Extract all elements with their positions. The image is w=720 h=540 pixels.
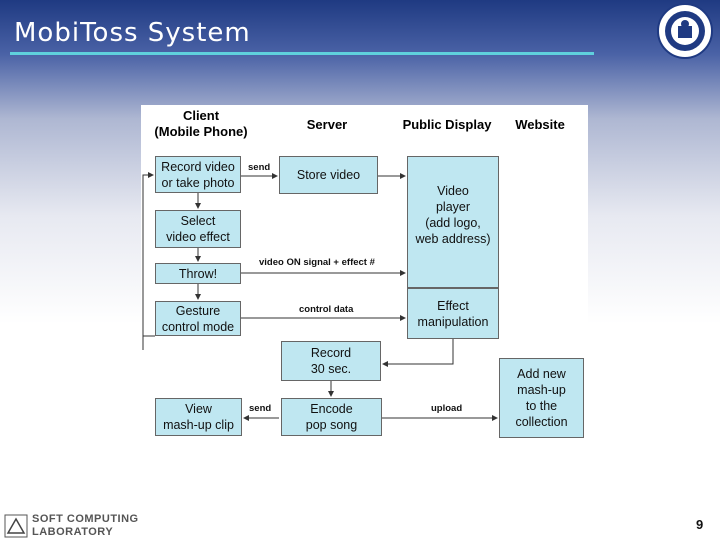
control-data-label: control data xyxy=(299,304,354,315)
gesture-control-box: Gesture control mode xyxy=(155,301,241,336)
send-label: send xyxy=(248,162,271,173)
header-public-display: Public Display xyxy=(402,117,492,132)
encode-pop-song-box: Encode pop song xyxy=(281,398,382,436)
lab-emblem-icon xyxy=(4,514,28,538)
upload-label: upload xyxy=(431,403,463,414)
title-underline xyxy=(10,52,594,55)
select-effect-box: Select video effect xyxy=(155,210,241,248)
effect-manipulation-box: Effect manipulation xyxy=(407,288,499,339)
slide-title: Mobi​Toss System xyxy=(14,18,251,48)
lab-name-line1: SOFT COMPUTING xyxy=(32,513,139,525)
view-mashup-box: View mash-up clip xyxy=(155,398,242,436)
store-video-box: Store video xyxy=(279,156,378,194)
header-server: Server xyxy=(306,117,348,132)
mobitoss-flow-diagram: Client (Mobile Phone) Server Public Disp… xyxy=(141,105,588,438)
video-on-label: video ON signal + effect # xyxy=(259,257,375,268)
record-video-box: Record video or take photo xyxy=(155,156,241,193)
header-client: Client (Mobile Phone) xyxy=(154,108,248,139)
flow-connectors xyxy=(142,172,498,421)
lab-name-line2: LABORATORY xyxy=(32,526,114,538)
university-seal-icon xyxy=(657,3,713,59)
page-number: 9 xyxy=(696,517,704,532)
record-30sec-box: Record 30 sec. xyxy=(281,341,381,381)
throw-box: Throw! xyxy=(155,263,241,284)
header-website: Website xyxy=(515,117,565,132)
video-player-box: Video player (add logo, web address) xyxy=(407,156,499,288)
add-mashup-box: Add new mash-up to the collection xyxy=(499,358,584,438)
send-label-2: send xyxy=(249,403,272,414)
lab-logo: SOFT COMPUTING LABORATORY xyxy=(4,513,144,539)
